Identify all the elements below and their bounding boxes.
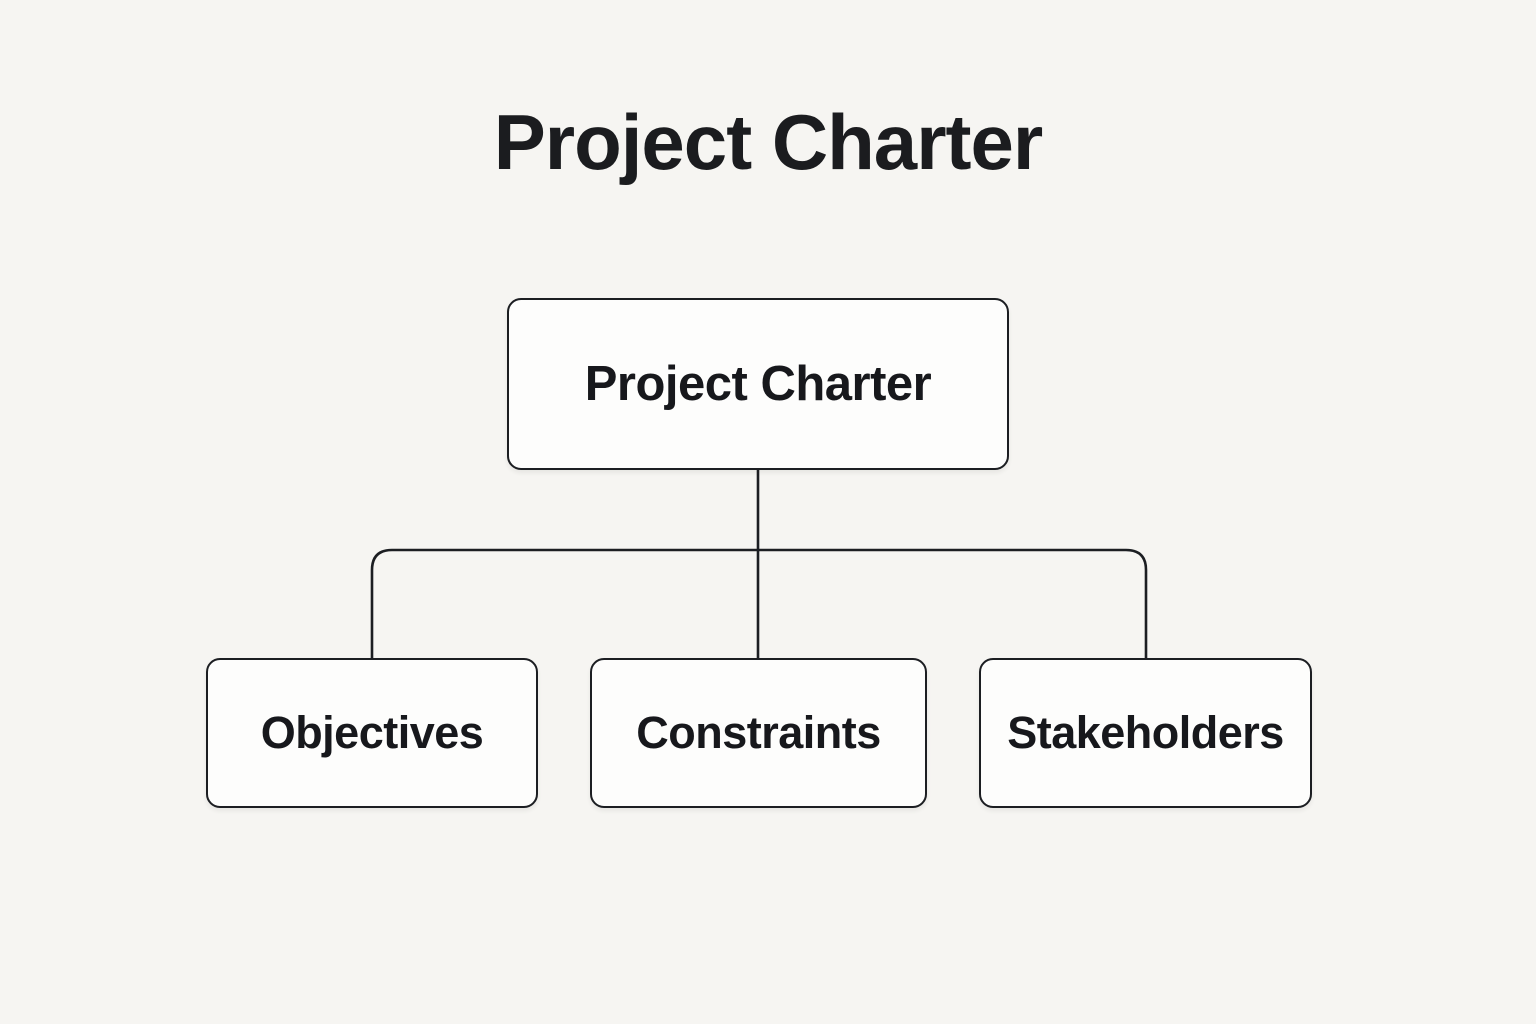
node-constraints: Constraints bbox=[590, 658, 927, 808]
node-objectives-label: Objectives bbox=[260, 707, 484, 758]
node-project-charter-label: Project Charter bbox=[584, 357, 932, 411]
edge-branch-rail bbox=[370, 548, 1148, 660]
node-constraints-label: Constraints bbox=[636, 707, 881, 758]
node-objectives: Objectives bbox=[206, 658, 538, 808]
page-title: Project Charter bbox=[493, 98, 1044, 186]
node-stakeholders-label: Stakeholders bbox=[1007, 707, 1284, 758]
node-project-charter: Project Charter bbox=[507, 298, 1009, 470]
node-stakeholders: Stakeholders bbox=[979, 658, 1312, 808]
